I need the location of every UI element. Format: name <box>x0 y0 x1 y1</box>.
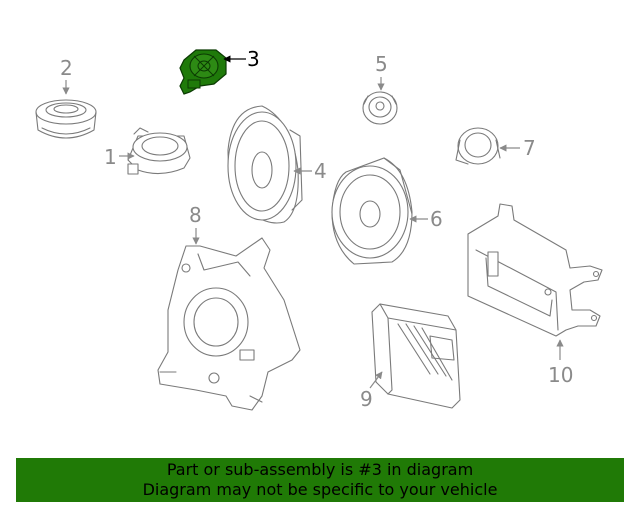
callout-1: 1 <box>104 145 117 169</box>
part-5-tweeter[interactable] <box>362 91 398 125</box>
callout-2: 2 <box>60 56 73 80</box>
part-1-midrange-speaker[interactable] <box>127 127 191 175</box>
callout-8: 8 <box>189 203 202 227</box>
callout-6: 6 <box>430 207 443 231</box>
callout-3: 3 <box>247 47 260 71</box>
part-10-mounting-bracket[interactable] <box>467 203 603 337</box>
part-4-door-woofer[interactable] <box>227 105 303 224</box>
callout-7: 7 <box>523 136 536 160</box>
part-9-amplifier[interactable] <box>371 303 461 409</box>
callout-4: 4 <box>314 159 327 183</box>
callout-5: 5 <box>375 52 388 76</box>
part-7-tweeter[interactable] <box>455 127 501 165</box>
part-3-highlighted-assembly[interactable] <box>179 49 227 95</box>
parts-diagram: 2 1 3 4 5 6 7 8 9 10 <box>35 47 603 411</box>
part-6-speaker[interactable] <box>331 157 413 265</box>
part-info-banner: Part or sub-assembly is #3 in diagram Di… <box>16 458 624 502</box>
banner-line-highlight: Part or sub-assembly is #3 in diagram <box>166 460 474 479</box>
banner-line-disclaimer: Diagram may not be specific to your vehi… <box>142 480 498 499</box>
part-8-subwoofer-enclosure[interactable] <box>157 237 301 411</box>
part-2-tweeter-ring[interactable] <box>35 99 97 139</box>
callout-10: 10 <box>548 363 573 387</box>
callout-9: 9 <box>360 387 373 411</box>
